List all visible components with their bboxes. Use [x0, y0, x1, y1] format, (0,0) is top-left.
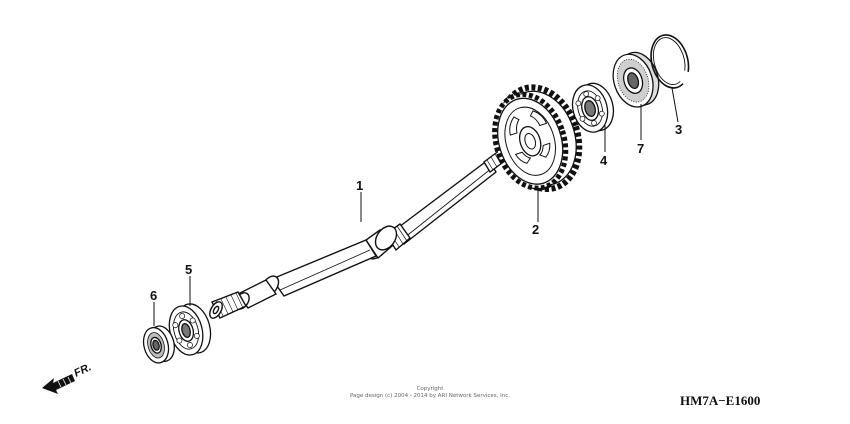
callout-4: 4 — [600, 153, 608, 168]
arrow-left-icon — [42, 374, 75, 394]
copyright-line-1: Copyright — [416, 386, 444, 392]
gear-part-2[interactable] — [482, 77, 592, 201]
callout-3: 3 — [675, 122, 682, 137]
callout-6: 6 — [150, 288, 157, 303]
callout-7: 7 — [637, 141, 644, 156]
bearing-part-4[interactable] — [567, 79, 618, 136]
figure-code: HM7A−E1600 — [680, 393, 761, 408]
bearing-part-6[interactable] — [140, 323, 178, 366]
copyright-line-2: Page design (c) 2004 - 2014 by ARI Netwo… — [349, 392, 511, 399]
callout-2: 2 — [532, 222, 539, 237]
callout-5: 5 — [185, 262, 192, 277]
seal-part-7[interactable] — [607, 47, 666, 112]
leader-lines — [153, 87, 679, 326]
front-direction-arrow: FR. — [42, 361, 93, 394]
callout-1: 1 — [356, 178, 363, 193]
bearing-part-5[interactable] — [164, 300, 216, 359]
front-arrow-label: FR. — [72, 361, 93, 379]
copyright-notice: Copyright Page design (c) 2004 - 2014 by… — [320, 386, 540, 399]
snap-ring-part-3[interactable] — [645, 31, 694, 92]
shaft-part-1[interactable] — [207, 148, 510, 321]
